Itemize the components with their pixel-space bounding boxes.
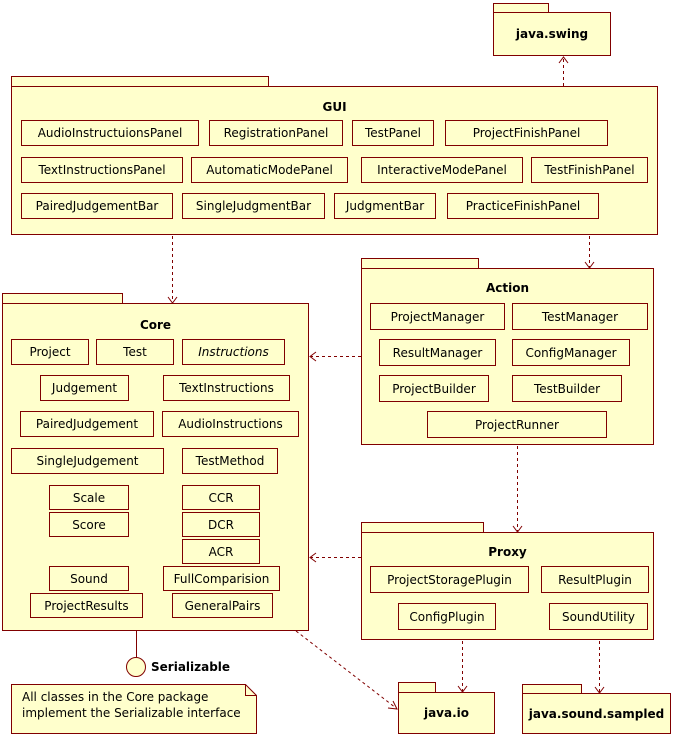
class-paired-judgement-bar[interactable]: PairedJudgementBar (21, 193, 173, 219)
class-audio-instructuions-panel[interactable]: AudioInstructuionsPanel (21, 120, 199, 146)
gui-to-swing-arrowhead (558, 56, 569, 64)
action-to-core-arrowhead (309, 351, 317, 362)
class-test[interactable]: Test (96, 339, 174, 365)
class-config-manager[interactable]: ConfigManager (512, 339, 630, 366)
note-line-2: implement the Serializable interface (22, 706, 241, 720)
note: All classes in the Core package implemen… (11, 684, 257, 734)
class-text-instructions[interactable]: TextInstructions (163, 375, 290, 401)
class-interactive-mode-panel[interactable]: InteractiveModePanel (361, 157, 523, 183)
class-test-panel[interactable]: TestPanel (352, 120, 434, 146)
java-sound-package[interactable]: java.sound.sampled (522, 693, 671, 734)
core-to-io-arrowhead (387, 700, 398, 710)
action-package-title: Action (485, 281, 530, 295)
class-sound-utility[interactable]: SoundUtility (549, 603, 648, 630)
class-project-runner[interactable]: ProjectRunner (427, 411, 607, 438)
class-automatic-mode-panel[interactable]: AutomaticModePanel (191, 157, 348, 183)
gui-package-title: GUI (322, 100, 347, 114)
java-sound-label: java.sound.sampled (528, 707, 665, 721)
core-to-io-dependency (295, 630, 397, 709)
class-judgement[interactable]: Judgement (40, 375, 129, 401)
class-instructions[interactable]: Instructions (182, 339, 285, 365)
class-project-results[interactable]: ProjectResults (30, 593, 143, 618)
class-registration-panel[interactable]: RegistrationPanel (209, 120, 343, 146)
class-full-comparision[interactable]: FullComparision (163, 566, 280, 591)
class-single-judgement[interactable]: SingleJudgement (11, 448, 164, 474)
class-project-builder[interactable]: ProjectBuilder (379, 375, 489, 402)
class-judgment-bar[interactable]: JudgmentBar (334, 193, 436, 219)
serializable-interface-icon[interactable] (126, 657, 146, 677)
class-paired-judgement[interactable]: PairedJudgement (20, 411, 154, 437)
class-general-pairs[interactable]: GeneralPairs (172, 593, 273, 618)
class-project-finish-panel[interactable]: ProjectFinishPanel (445, 120, 608, 146)
class-config-plugin[interactable]: ConfigPlugin (398, 603, 496, 630)
class-project-storage-plugin[interactable]: ProjectStoragePlugin (370, 566, 529, 593)
class-practice-finish-panel[interactable]: PracticeFinishPanel (447, 193, 599, 219)
class-ccr[interactable]: CCR (182, 485, 260, 510)
class-acr[interactable]: ACR (182, 539, 260, 564)
class-score[interactable]: Score (49, 512, 129, 537)
class-test-finish-panel[interactable]: TestFinishPanel (531, 157, 648, 183)
java-io-package[interactable]: java.io (398, 692, 495, 734)
class-text-instructions-panel[interactable]: TextInstructionsPanel (21, 157, 183, 183)
java-io-label: java.io (423, 706, 470, 720)
core-package-title: Core (139, 318, 172, 332)
class-scale[interactable]: Scale (49, 485, 129, 510)
class-test-builder[interactable]: TestBuilder (512, 375, 622, 402)
class-test-manager[interactable]: TestManager (512, 303, 648, 330)
class-dcr[interactable]: DCR (182, 512, 260, 537)
class-test-method[interactable]: TestMethod (182, 448, 278, 474)
class-single-judgment-bar[interactable]: SingleJudgmentBar (182, 193, 325, 219)
java-swing-package[interactable]: java.swing (493, 12, 611, 56)
note-line-1: All classes in the Core package (22, 690, 209, 704)
class-project[interactable]: Project (11, 339, 89, 365)
class-project-manager[interactable]: ProjectManager (370, 303, 505, 330)
serializable-label: Serializable (151, 660, 231, 674)
class-sound[interactable]: Sound (49, 566, 129, 591)
note-shape (11, 684, 257, 734)
java-swing-label: java.swing (515, 27, 589, 41)
proxy-to-core-arrowhead (309, 552, 317, 563)
class-result-manager[interactable]: ResultManager (379, 339, 496, 366)
class-result-plugin[interactable]: ResultPlugin (541, 566, 649, 593)
class-audio-instructions[interactable]: AudioInstructions (162, 411, 299, 437)
proxy-package-title: Proxy (488, 545, 527, 559)
